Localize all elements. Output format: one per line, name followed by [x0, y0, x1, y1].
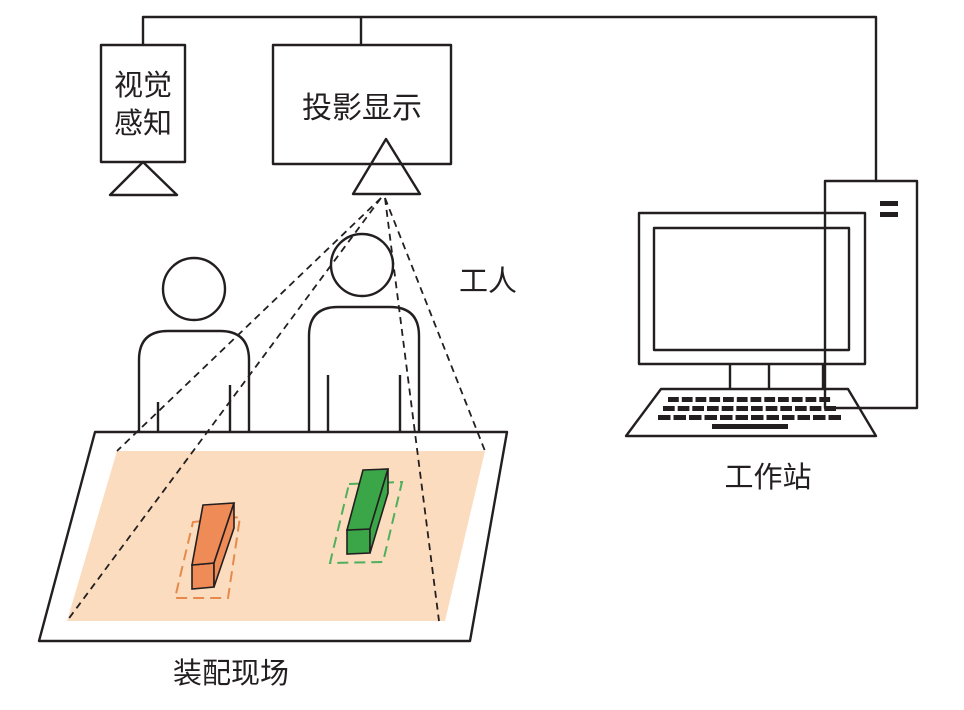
orange-part: [173, 502, 242, 599]
keyboard-key: [780, 406, 792, 411]
keyboard-key: [819, 397, 831, 402]
keyboard-key: [736, 406, 748, 411]
keyboard-spacebar: [712, 424, 788, 429]
worker-label: 工人: [459, 264, 517, 298]
keyboard-key: [809, 406, 822, 411]
keyboard-key: [704, 415, 717, 420]
connection-cable: [141, 15, 878, 182]
keyboard-key: [709, 397, 721, 402]
person-icon: [307, 305, 421, 432]
vision-box: [99, 43, 187, 164]
vision-label-line1: 视觉: [114, 68, 172, 102]
keyboard-key: [751, 406, 763, 411]
desktop-computer-icon: [624, 179, 919, 438]
camera-icon: [108, 160, 179, 197]
monitor: [637, 211, 867, 366]
keyboard-key: [791, 397, 803, 402]
keyboard-key: [721, 406, 734, 411]
pc-tower: [823, 179, 919, 410]
assembly-site-label: 装配现场: [173, 656, 289, 690]
keyboard-key: [723, 397, 734, 402]
keyboard-key: [766, 415, 779, 420]
keyboard-key: [658, 415, 671, 420]
keyboard-key: [824, 406, 836, 411]
keyboard-key: [736, 397, 748, 402]
keyboard-key: [765, 406, 778, 411]
projection-label: 投影显示: [302, 91, 422, 126]
keyboard-key: [751, 415, 764, 420]
keyboard-key: [677, 406, 690, 411]
keyboard-key: [797, 415, 810, 420]
green-part: [328, 468, 404, 565]
keyboard-key: [663, 406, 675, 411]
projection-beams: [66, 197, 486, 622]
keyboard-key: [689, 415, 702, 420]
keyboard-key: [795, 406, 807, 411]
keyboard-key: [778, 397, 789, 402]
worker-right: [307, 232, 421, 432]
keyboard-key: [813, 415, 826, 420]
keyboard-key: [707, 406, 719, 411]
vision-perception-unit: 视觉 感知: [99, 43, 187, 197]
orange-part-guide-outline: [173, 515, 242, 599]
projector-icon: [351, 137, 422, 196]
keyboard-key: [673, 415, 686, 420]
keyboard-keys: [658, 397, 841, 429]
keyboard-key: [735, 415, 748, 420]
monitor-screen: [652, 226, 851, 352]
keyboard-key: [805, 397, 817, 402]
keyboard-key: [681, 397, 693, 402]
workstation-label: 工作站: [724, 460, 811, 494]
vision-label-line2: 感知: [114, 106, 172, 140]
person-icon: [137, 329, 251, 432]
projection-box: [271, 43, 453, 166]
keyboard-key: [828, 415, 841, 420]
keyboard-key: [750, 397, 762, 402]
keyboard: [624, 387, 878, 438]
keyboard-key: [692, 406, 704, 411]
table-surface: [37, 430, 509, 643]
keyboard-key: [695, 397, 707, 402]
keyboard-key: [782, 415, 795, 420]
keyboard-key: [764, 397, 776, 402]
keyboard-key: [720, 415, 733, 420]
projection-display-unit: 投影显示: [271, 43, 453, 166]
worker-left: [137, 256, 251, 432]
keyboard-key: [668, 397, 679, 402]
